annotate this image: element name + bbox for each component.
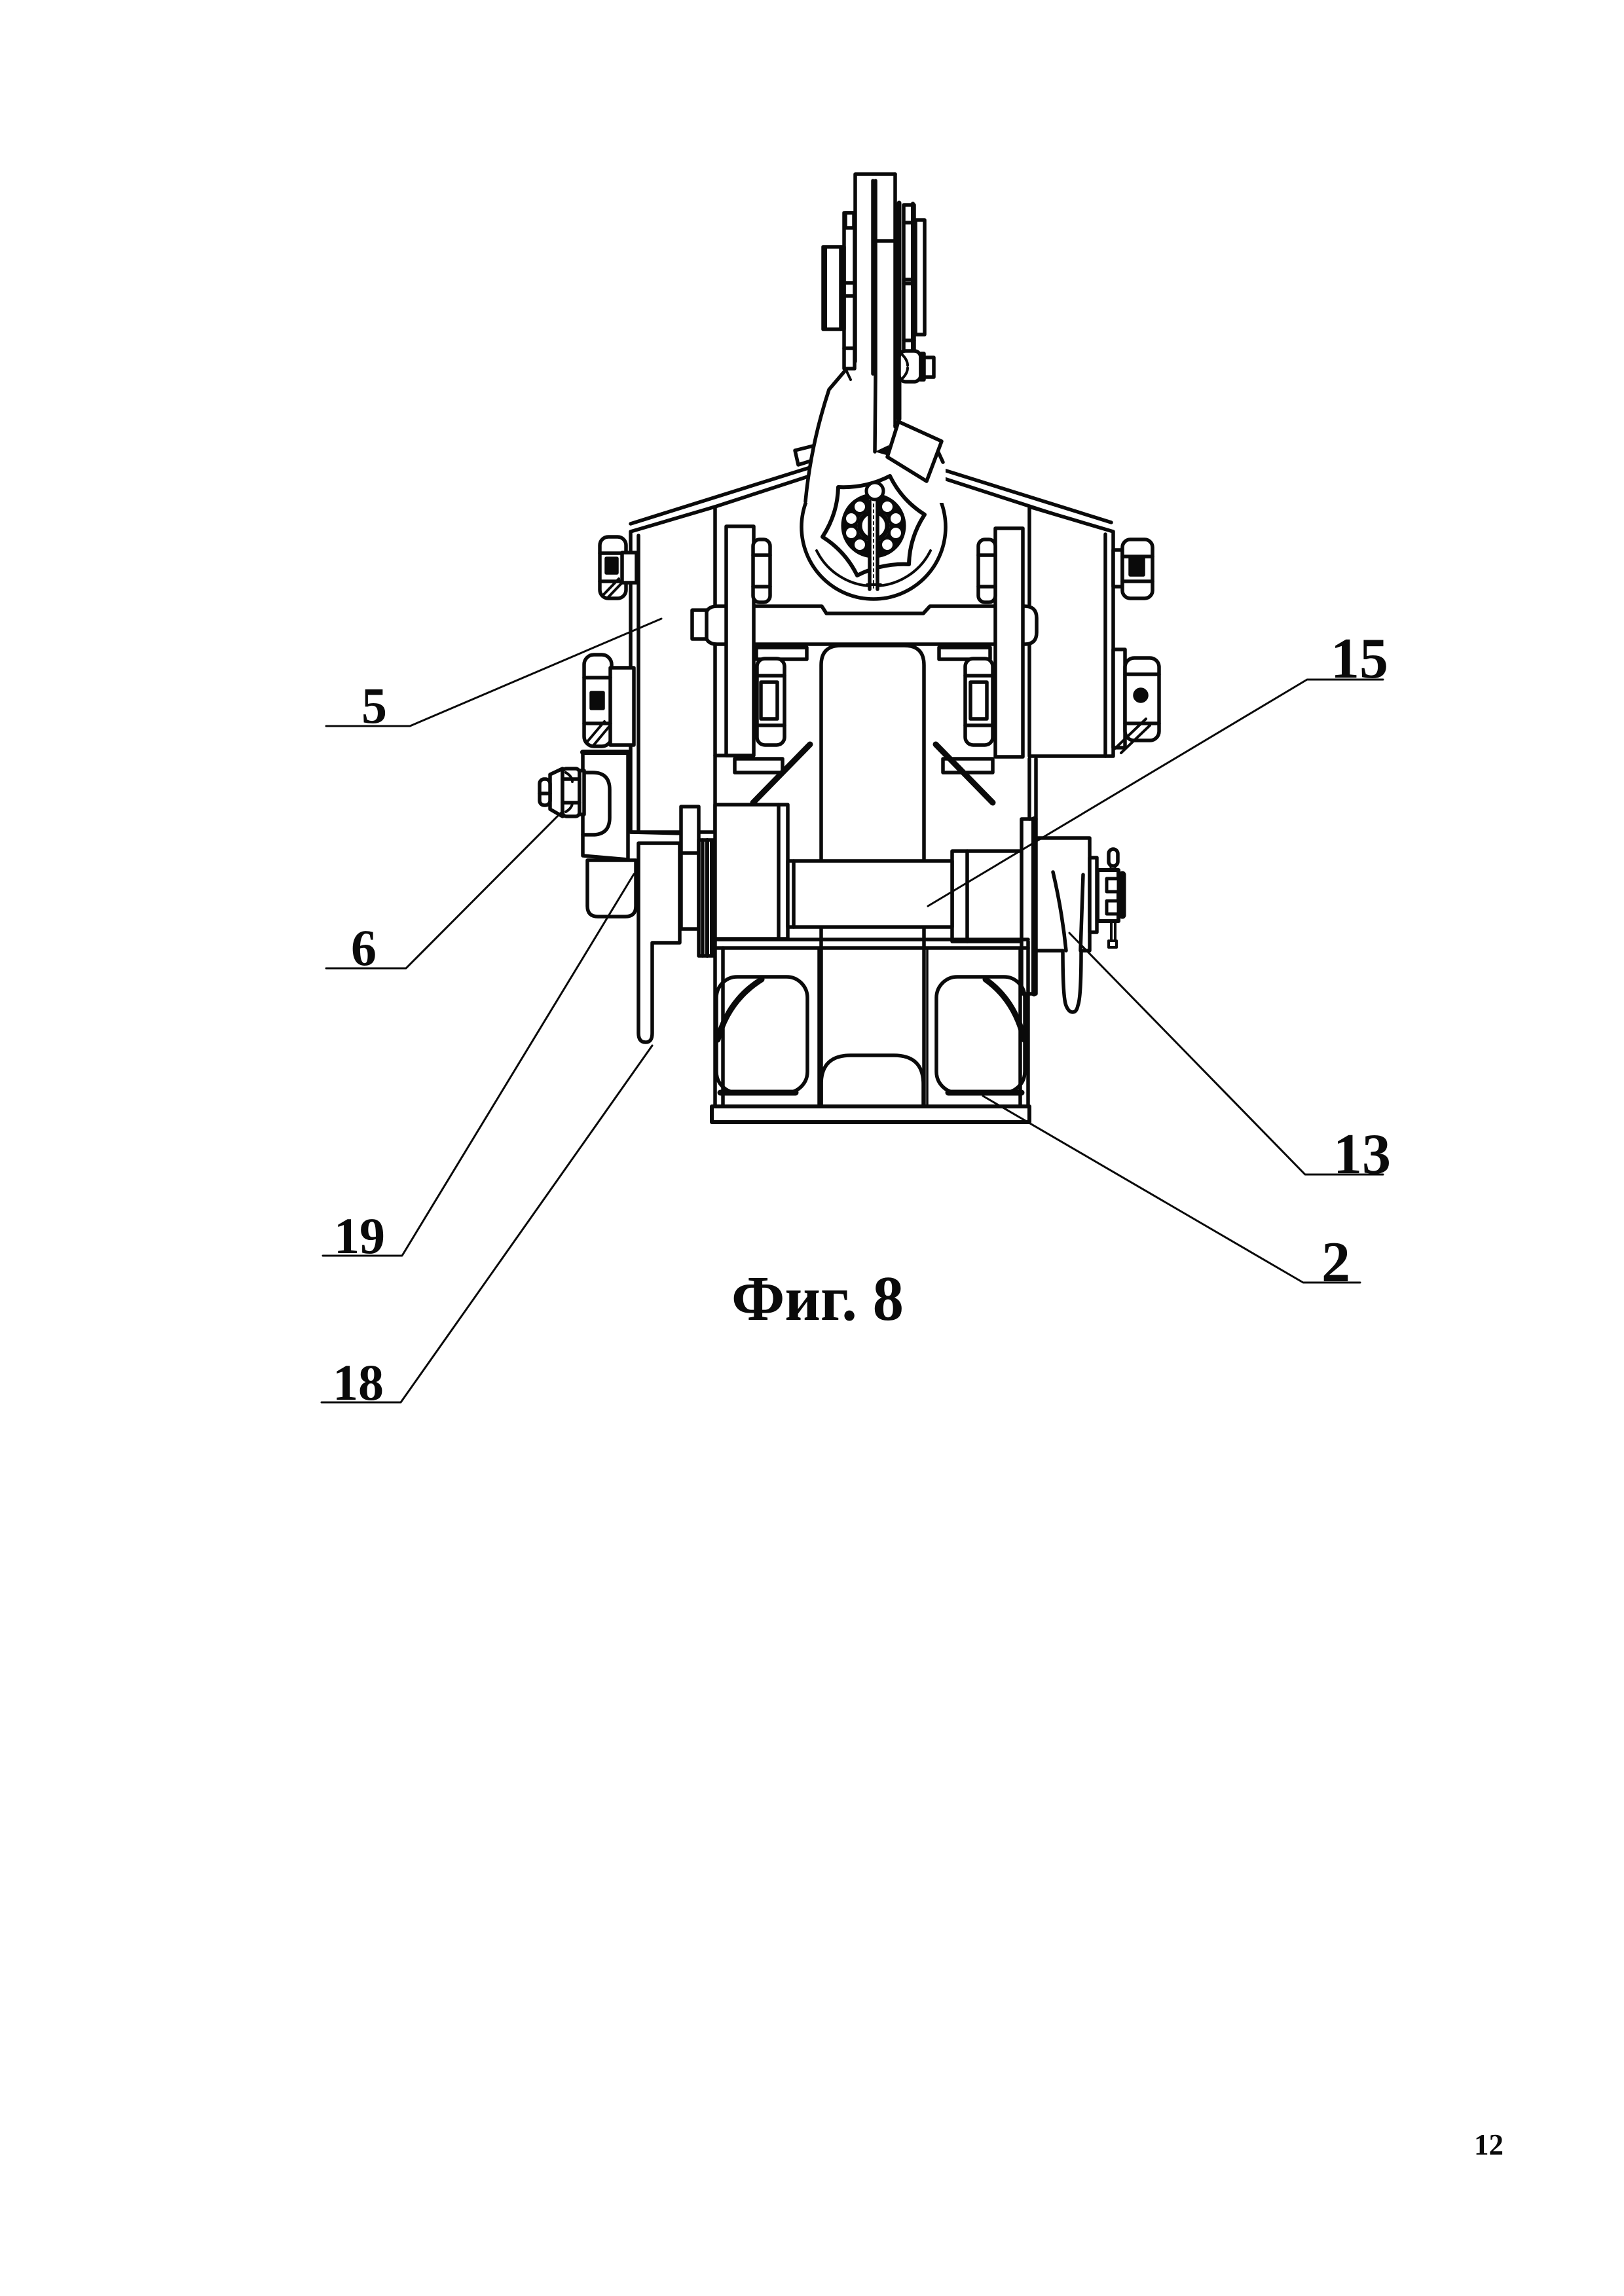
svg-text:6: 6 xyxy=(351,919,377,976)
svg-text:15: 15 xyxy=(1331,627,1388,691)
svg-text:19: 19 xyxy=(334,1207,385,1264)
svg-text:12: 12 xyxy=(1474,2128,1504,2161)
svg-text:Фиг. 8: Фиг. 8 xyxy=(731,1264,904,1334)
svg-text:18: 18 xyxy=(333,1354,384,1411)
svg-text:2: 2 xyxy=(1321,1231,1350,1294)
svg-text:5: 5 xyxy=(361,677,387,734)
svg-text:13: 13 xyxy=(1333,1123,1391,1186)
